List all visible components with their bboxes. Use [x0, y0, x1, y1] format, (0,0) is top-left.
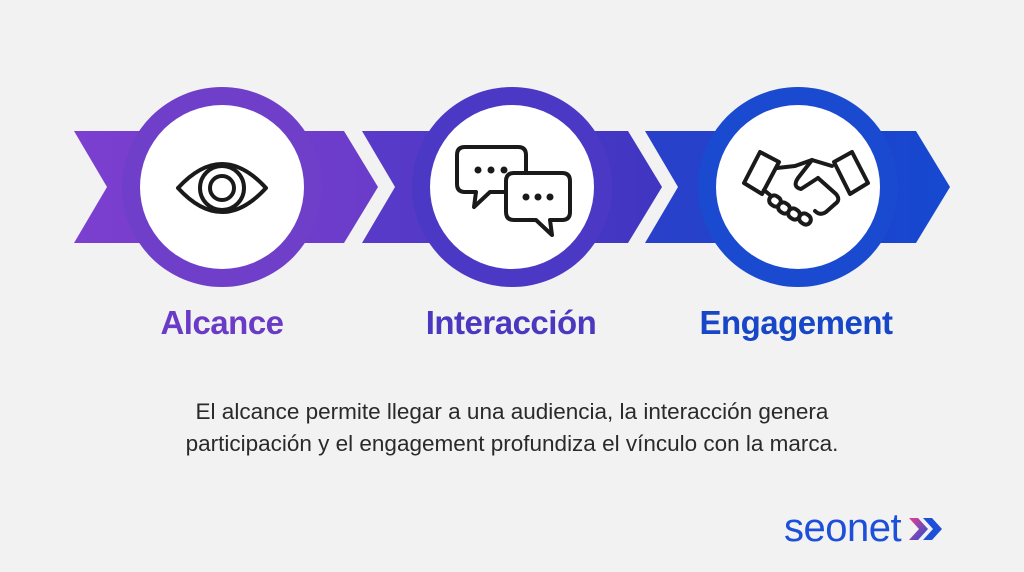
double-chevron-icon: [909, 517, 943, 540]
caption-line-2: participación y el engagement profundiza…: [185, 431, 839, 456]
step-label-engagement: Engagement: [699, 304, 893, 341]
step-label-alcance: Alcance: [160, 304, 284, 341]
eye-icon: [176, 162, 268, 214]
step-label-interaccion: Interacción: [425, 304, 597, 341]
caption-line-1: El alcance permite llegar a una audienci…: [195, 399, 829, 424]
step-circle-1: [122, 87, 322, 287]
chat-bubbles-icon: [455, 145, 572, 237]
brand-name: seonet: [784, 506, 902, 550]
brand-logo: seonet: [784, 506, 945, 551]
handshake-icon: [742, 150, 870, 227]
